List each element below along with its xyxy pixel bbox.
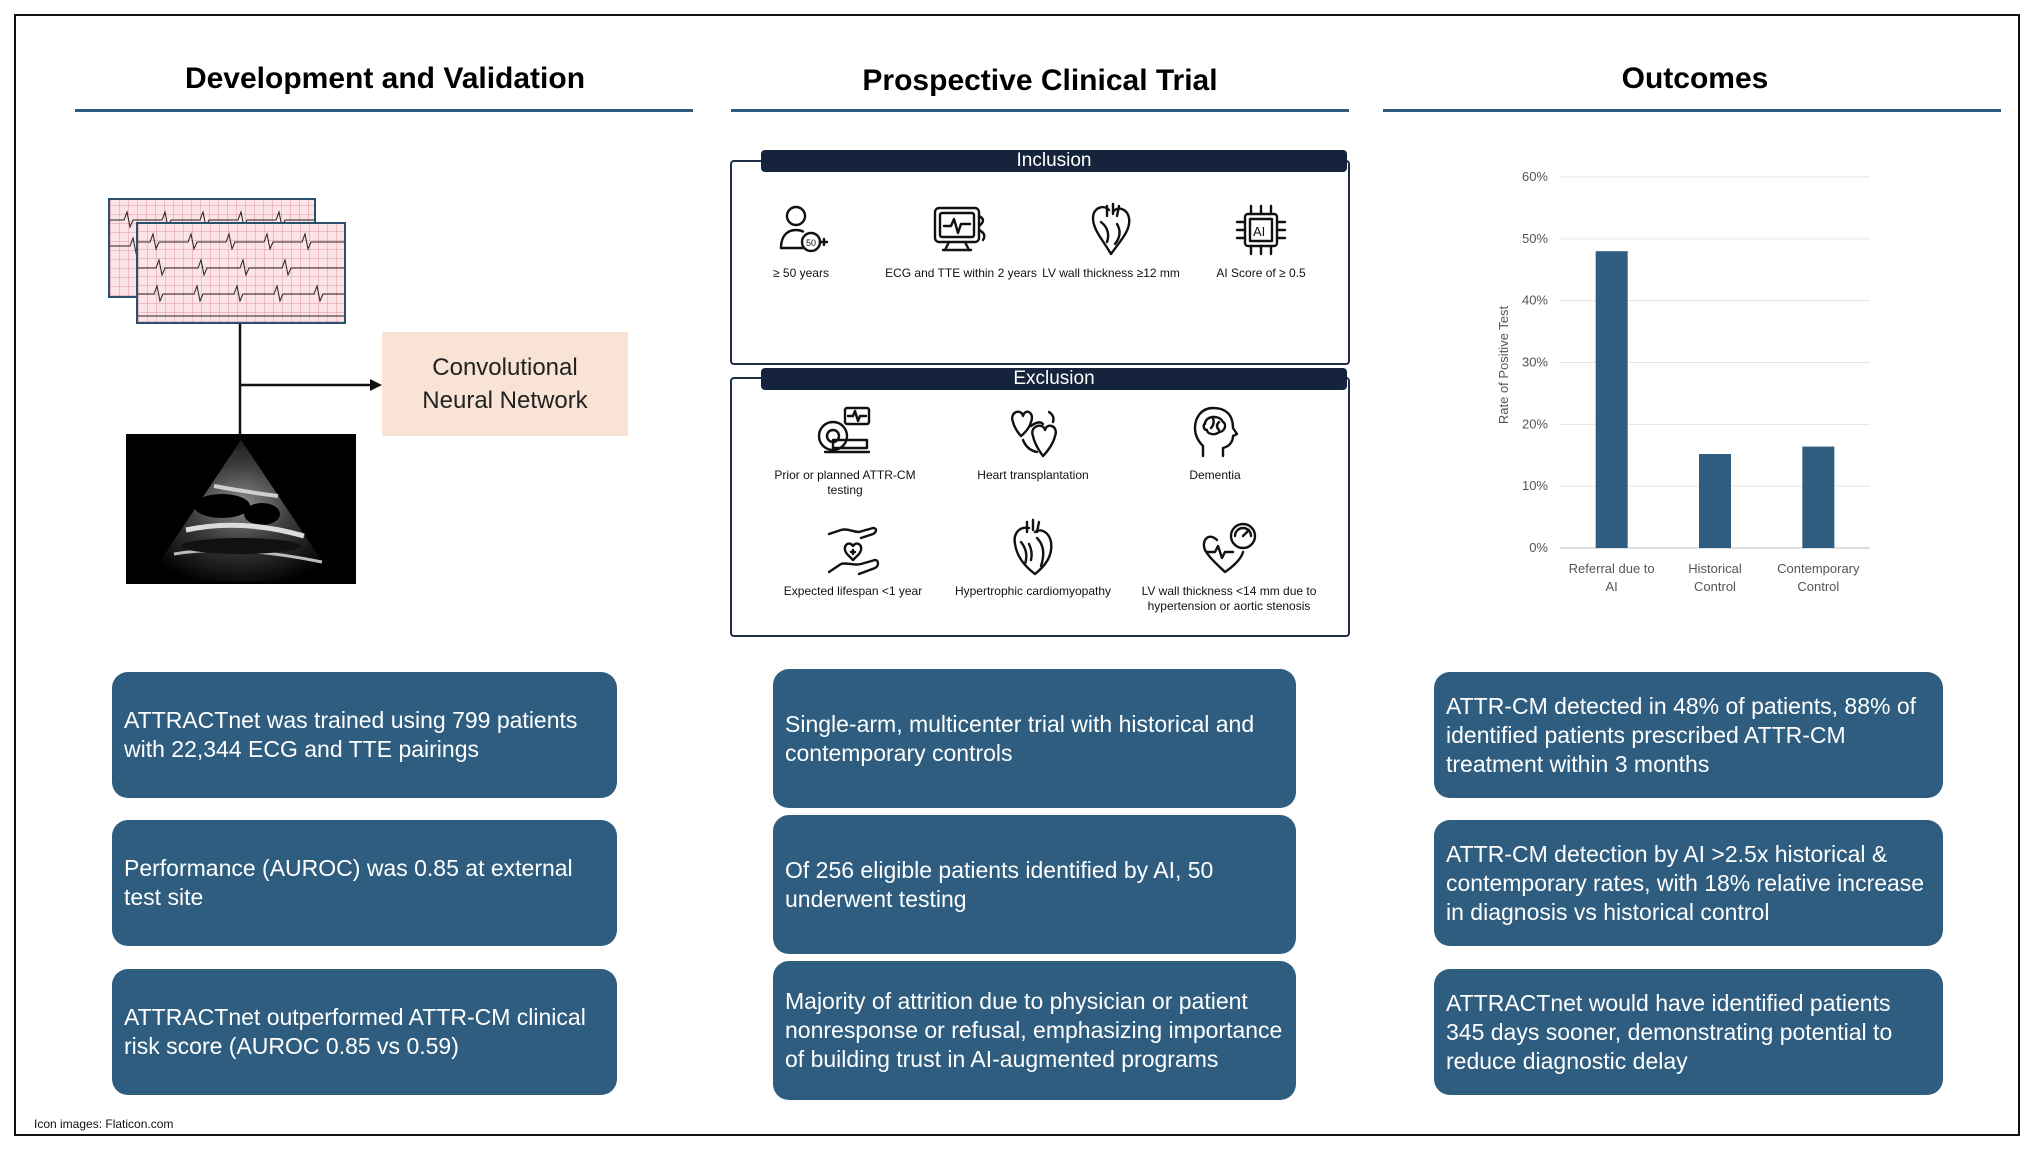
- inclusion-label-lv-wall: LV wall thickness ≥12 mm: [1042, 266, 1180, 280]
- y-axis-label: Rate of Positive Test: [1496, 305, 1511, 424]
- trial-title-rule: [731, 109, 1349, 112]
- exclusion-item-hcm: Hypertrophic cardiomyopathy: [948, 518, 1118, 599]
- y-tick-label: 60%: [1522, 169, 1548, 184]
- ecg-monitor-icon: [933, 206, 986, 252]
- brain-head-icon: [1193, 406, 1239, 458]
- exclusion-item-lifespan: Expected lifespan <1 year: [768, 518, 938, 599]
- y-tick-label: 20%: [1522, 416, 1548, 431]
- exclusion-panel: [730, 377, 1350, 637]
- heart-transplant-icon: [1011, 410, 1057, 458]
- connector-arrow: [238, 324, 382, 434]
- bar: [1699, 454, 1731, 548]
- inclusion-title: Inclusion: [761, 150, 1347, 172]
- bar: [1802, 446, 1835, 548]
- outer-frame: [14, 14, 2020, 1136]
- svg-text:50: 50: [806, 238, 816, 248]
- scanner-icon: [817, 406, 871, 454]
- inclusion-label-ecg-tte: ECG and TTE within 2 years: [885, 266, 1037, 280]
- development-title-rule: [75, 109, 693, 112]
- exclusion-item-attr-testing: Prior or planned ATTR-CM testing: [760, 402, 930, 498]
- cnn-label-line2: Neural Network: [422, 387, 588, 414]
- exclusion-title: Exclusion: [761, 368, 1347, 390]
- dev-box-training: ATTRACTnet was trained using 799 patient…: [112, 672, 617, 798]
- y-tick-label: 40%: [1522, 293, 1548, 308]
- ai-chip-icon: AI: [1235, 204, 1287, 256]
- heart-icon: [1091, 202, 1131, 256]
- cnn-label-line1: Convolutional: [432, 354, 578, 381]
- exclusion-label-dementia: Dementia: [1189, 468, 1241, 482]
- svg-text:AI: AI: [1253, 224, 1265, 239]
- dev-box-performance: Performance (AUROC) was 0.85 at external…: [112, 820, 617, 946]
- exclusion-item-lv-htn-as: LV wall thickness <14 mm due to hyperten…: [1124, 518, 1334, 614]
- outcome-box-detection: ATTR-CM detected in 48% of patients, 88%…: [1434, 672, 1943, 798]
- cnn-box: Convolutional Neural Network: [382, 332, 628, 436]
- inclusion-item-lv-wall: LV wall thickness ≥12 mm: [1026, 200, 1196, 281]
- exclusion-item-transplant: Heart transplantation: [948, 402, 1118, 483]
- y-tick-label: 30%: [1522, 355, 1548, 370]
- y-tick-label: 10%: [1522, 478, 1548, 493]
- trial-title: Prospective Clinical Trial: [862, 64, 1218, 97]
- inclusion-item-ai-score: AI AI Score of ≥ 0.5: [1176, 200, 1346, 281]
- echocardiogram-image: [126, 434, 356, 584]
- exclusion-label-hcm: Hypertrophic cardiomyopathy: [954, 584, 1112, 598]
- outcomes-title: Outcomes: [1621, 62, 1769, 95]
- y-tick-label: 50%: [1522, 231, 1548, 246]
- ecg-sheet-front: [136, 222, 346, 324]
- inclusion-item-ecg-tte: ECG and TTE within 2 years: [876, 200, 1046, 281]
- outcome-box-sooner: ATTRACTnet would have identified patient…: [1434, 969, 1943, 1095]
- outcome-box-rates: ATTR-CM detection by AI >2.5x historical…: [1434, 820, 1943, 946]
- dev-box-comparison: ATTRACTnet outperformed ATTR-CM clinical…: [112, 969, 617, 1095]
- heart-pressure-icon: [1202, 522, 1257, 574]
- exclusion-label-transplant: Heart transplantation: [977, 468, 1089, 482]
- outcomes-title-rule: [1383, 109, 2001, 112]
- icon-credit: Icon images: Flaticon.com: [34, 1117, 174, 1131]
- exclusion-item-dementia: Dementia: [1130, 402, 1300, 483]
- development-title: Development and Validation: [184, 62, 586, 95]
- y-tick-label: 0%: [1529, 540, 1548, 555]
- exclusion-label-lifespan: Expected lifespan <1 year: [783, 584, 923, 598]
- hand-heart-icon: [827, 526, 880, 576]
- trial-box-eligible: Of 256 eligible patients identified by A…: [773, 815, 1296, 954]
- enlarged-heart-icon: [1013, 518, 1053, 576]
- exclusion-label-attr-testing: Prior or planned ATTR-CM testing: [774, 468, 916, 497]
- bar: [1595, 251, 1628, 548]
- exclusion-label-lv-htn-as: LV wall thickness <14 mm due to hyperten…: [1141, 584, 1317, 613]
- trial-box-design: Single-arm, multicenter trial with histo…: [773, 669, 1296, 808]
- inclusion-label-ai-score: AI Score of ≥ 0.5: [1216, 266, 1306, 280]
- inclusion-label-age: ≥ 50 years: [773, 266, 829, 280]
- person-age-icon: 50: [779, 205, 829, 253]
- trial-box-attrition: Majority of attrition due to physician o…: [773, 961, 1296, 1100]
- inclusion-item-age: 50 ≥ 50 years: [716, 200, 886, 281]
